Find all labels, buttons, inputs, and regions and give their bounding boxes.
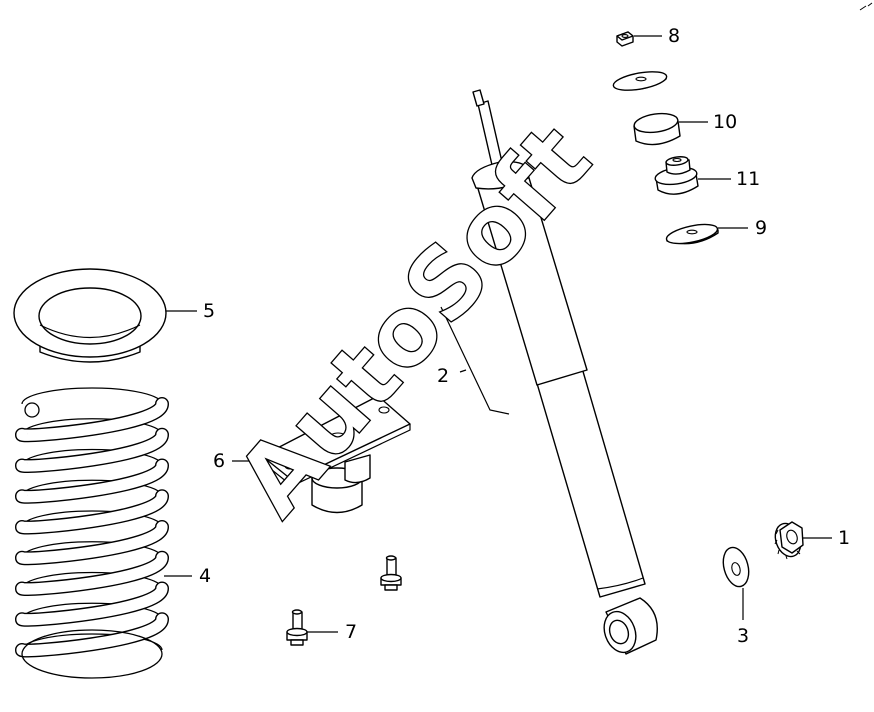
- spring-coil-front-fill: [16, 490, 168, 534]
- callout-label-1: 1: [838, 527, 850, 549]
- callout-label-4: 4: [199, 565, 211, 587]
- eye-washer[interactable]: [719, 545, 753, 590]
- spring-coil-front-fill: [16, 429, 168, 472]
- corner-mark: [859, 2, 873, 11]
- callout-label-2: 2: [437, 365, 449, 387]
- shock-absorber[interactable]: [471, 89, 658, 657]
- upper-bushing[interactable]: [633, 111, 681, 146]
- callout-6: 6: [213, 450, 262, 472]
- callout-5: 5: [166, 300, 215, 322]
- flange-nut[interactable]: [771, 520, 805, 560]
- spring-coil-front-fill: [16, 613, 168, 657]
- callout-label-5: 5: [203, 300, 215, 322]
- lower-bushing[interactable]: [654, 156, 699, 195]
- bolt-upper[interactable]: [380, 555, 402, 591]
- callout-10: 10: [679, 111, 737, 133]
- callout-label-11: 11: [736, 168, 760, 190]
- spring-coil-back: [21, 448, 163, 466]
- top-nut[interactable]: [616, 31, 634, 47]
- spring-coil-back: [21, 418, 163, 435]
- bolt-lower[interactable]: [286, 609, 308, 646]
- spring-end-cap: [24, 402, 40, 418]
- spring-coil-back: [21, 602, 163, 620]
- upper-washer[interactable]: [612, 68, 668, 93]
- bump-stop-bracket[interactable]: [261, 395, 411, 514]
- spring-seat[interactable]: [13, 268, 167, 363]
- callout-label-7: 7: [345, 621, 357, 643]
- spring-base-ring: [21, 629, 163, 679]
- lower-washer[interactable]: [665, 221, 719, 247]
- spring-coil-front-fill: [16, 459, 168, 503]
- callout-label-9: 9: [755, 217, 767, 239]
- spring-coil-front-fill: [16, 582, 168, 626]
- callout-label-6: 6: [213, 450, 225, 472]
- callout-7: 7: [307, 621, 357, 643]
- callout-label-3: 3: [737, 625, 749, 647]
- callout-1: 1: [803, 527, 850, 549]
- callout-9: 9: [718, 217, 767, 239]
- callout-8: 8: [634, 25, 680, 47]
- coil-spring[interactable]: [15, 387, 169, 679]
- callout-label-8: 8: [668, 25, 680, 47]
- callout-4: 4: [164, 565, 211, 587]
- spring-coil-back: [21, 387, 163, 405]
- spring-coil-back: [21, 571, 163, 589]
- callout-3: 3: [737, 588, 749, 647]
- spring-coil-back: [21, 541, 163, 558]
- spring-coil-front-fill: [16, 398, 168, 441]
- callout-2: 2: [437, 306, 510, 415]
- spring-coil-front-fill: [16, 552, 168, 595]
- spring-coil-back: [21, 479, 163, 497]
- spring-coil-front-fill: [16, 521, 168, 564]
- callout-label-10: 10: [713, 111, 737, 133]
- spring-coil-back: [21, 510, 163, 528]
- callout-11: 11: [698, 168, 760, 190]
